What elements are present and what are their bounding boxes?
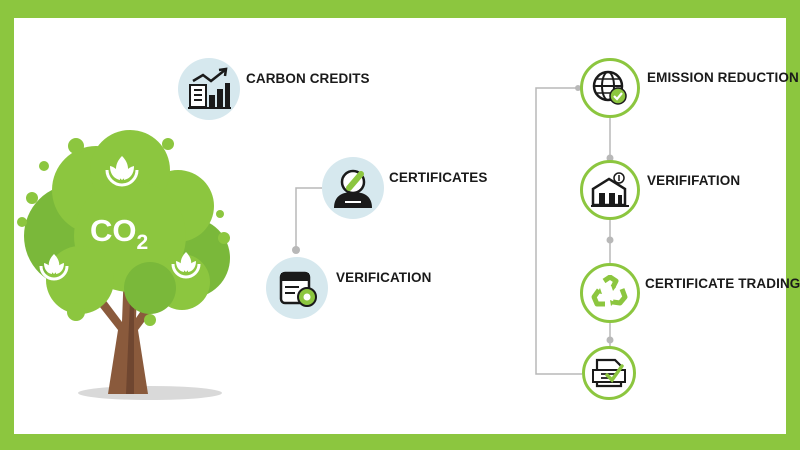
verifification-node <box>580 160 640 220</box>
bar-chart-growth-icon <box>188 67 231 109</box>
emission-reduction-label: EMISSION REDUCTION <box>647 70 799 85</box>
certificates-node <box>322 157 384 219</box>
leaf-icon <box>171 252 201 279</box>
connector-bracket <box>535 87 582 375</box>
verification-node-left <box>266 257 328 319</box>
co2-label-main: CO <box>90 213 137 248</box>
verification-label-left: VERIFICATION <box>336 270 432 285</box>
recycle-icon <box>591 275 628 307</box>
document-check-icon <box>592 358 626 388</box>
carbon-credits-node <box>178 58 240 120</box>
globe-check-icon <box>592 70 627 105</box>
leaf-icon <box>39 254 69 281</box>
verification-badge-icon <box>279 271 317 307</box>
leaf-icon <box>105 156 139 187</box>
document-check-node <box>582 346 636 400</box>
certificate-person-icon <box>334 169 372 208</box>
emission-reduction-node <box>580 58 640 118</box>
factory-icon <box>591 172 629 207</box>
certificates-label: CERTIFICATES <box>389 170 488 185</box>
connector-certificates-verification <box>295 187 322 250</box>
carbon-credits-label: CARBON CREDITS <box>246 71 370 86</box>
certificate-trading-node <box>580 263 640 323</box>
certificate-trading-label: CERTIFICATE TRADING <box>645 276 800 291</box>
co2-label: CO2 <box>90 213 149 255</box>
co2-label-sub: 2 <box>136 231 149 254</box>
verifification-label: VERIFIFATION <box>647 173 741 188</box>
